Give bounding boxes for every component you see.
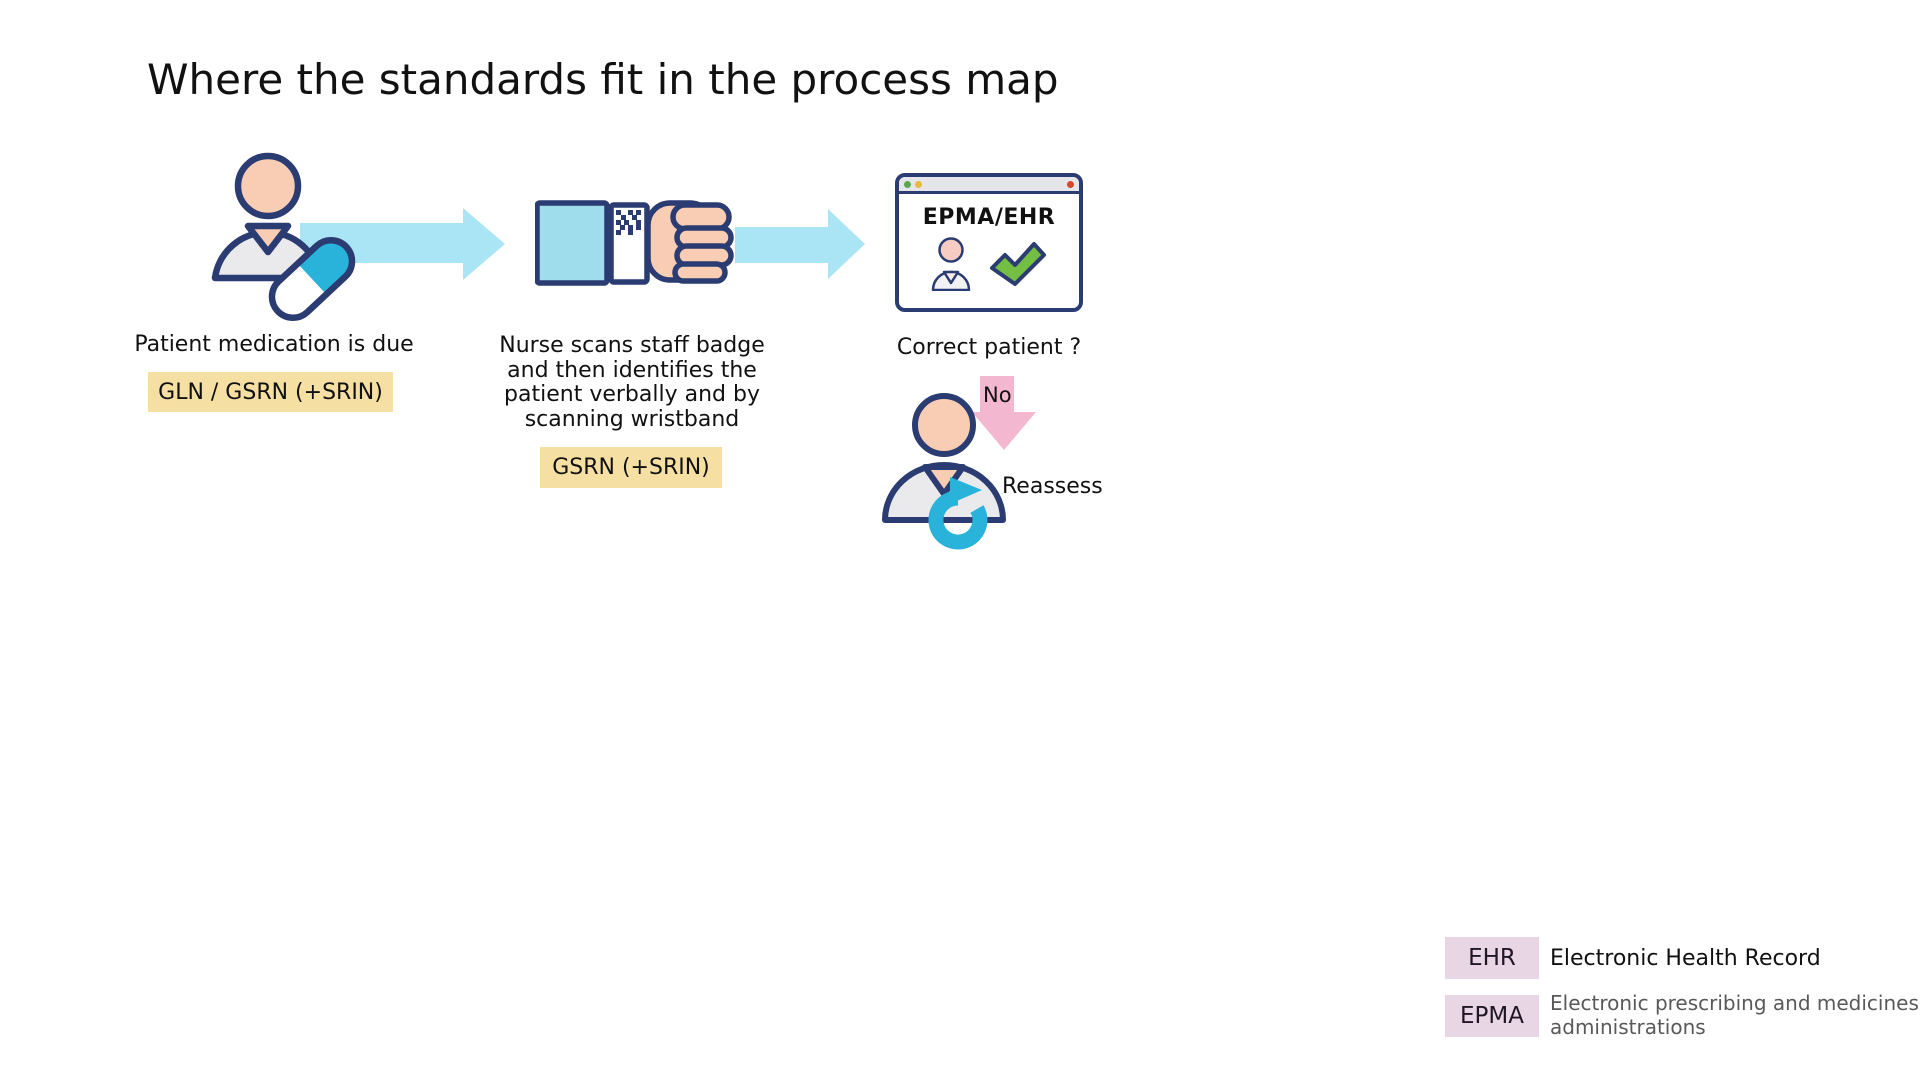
flow-arrow-icon: [735, 209, 865, 279]
step-label: Nurse scans staff badge and then identif…: [499, 333, 765, 432]
wristband-scan-icon: [535, 200, 734, 286]
wristband-icon: [608, 202, 650, 285]
step-label: Correct patient ?: [896, 335, 1082, 360]
refresh-icon: [928, 477, 988, 550]
pill-icon: [268, 231, 361, 321]
patient-medication-icon: [211, 152, 361, 321]
standard-tag: GLN / GSRN (+SRIN): [148, 372, 393, 412]
no-label: No: [983, 383, 1012, 407]
reassess-icon: [882, 393, 1006, 550]
epma-ehr-window-icon: EPMA/EHR: [895, 173, 1083, 312]
checkmark-icon: [990, 242, 1046, 286]
legend-row-epma: EPMA Electronic prescribing and medicine…: [1445, 991, 1920, 1039]
step-label: Patient medication is due: [134, 332, 414, 357]
legend-row-ehr: EHR Electronic Health Record: [1445, 937, 1920, 979]
legend-abbr-badge: EPMA: [1445, 994, 1539, 1037]
page-title: Where the standards fit in the process m…: [147, 55, 1059, 104]
reassess-label: Reassess: [1002, 474, 1103, 499]
standard-tag: GSRN (+SRIN): [540, 447, 722, 488]
legend: EHR Electronic Health Record EPMA Electr…: [1445, 937, 1920, 1052]
person-icon: [882, 393, 1006, 523]
red-dot-icon: [1067, 180, 1074, 188]
browser-topbar: [899, 177, 1079, 194]
green-dot-icon: [904, 180, 911, 188]
qr-code-icon: [616, 210, 641, 235]
sleeve-icon: [535, 200, 610, 286]
yellow-dot-icon: [915, 180, 922, 188]
legend-description: Electronic Health Record: [1550, 945, 1821, 971]
fist-icon: [645, 200, 734, 284]
legend-description: Electronic prescribing and medicines adm…: [1550, 991, 1919, 1039]
patient-icon: [931, 237, 971, 291]
legend-abbr-badge: EHR: [1445, 937, 1539, 979]
window-title: EPMA/EHR: [922, 205, 1056, 230]
